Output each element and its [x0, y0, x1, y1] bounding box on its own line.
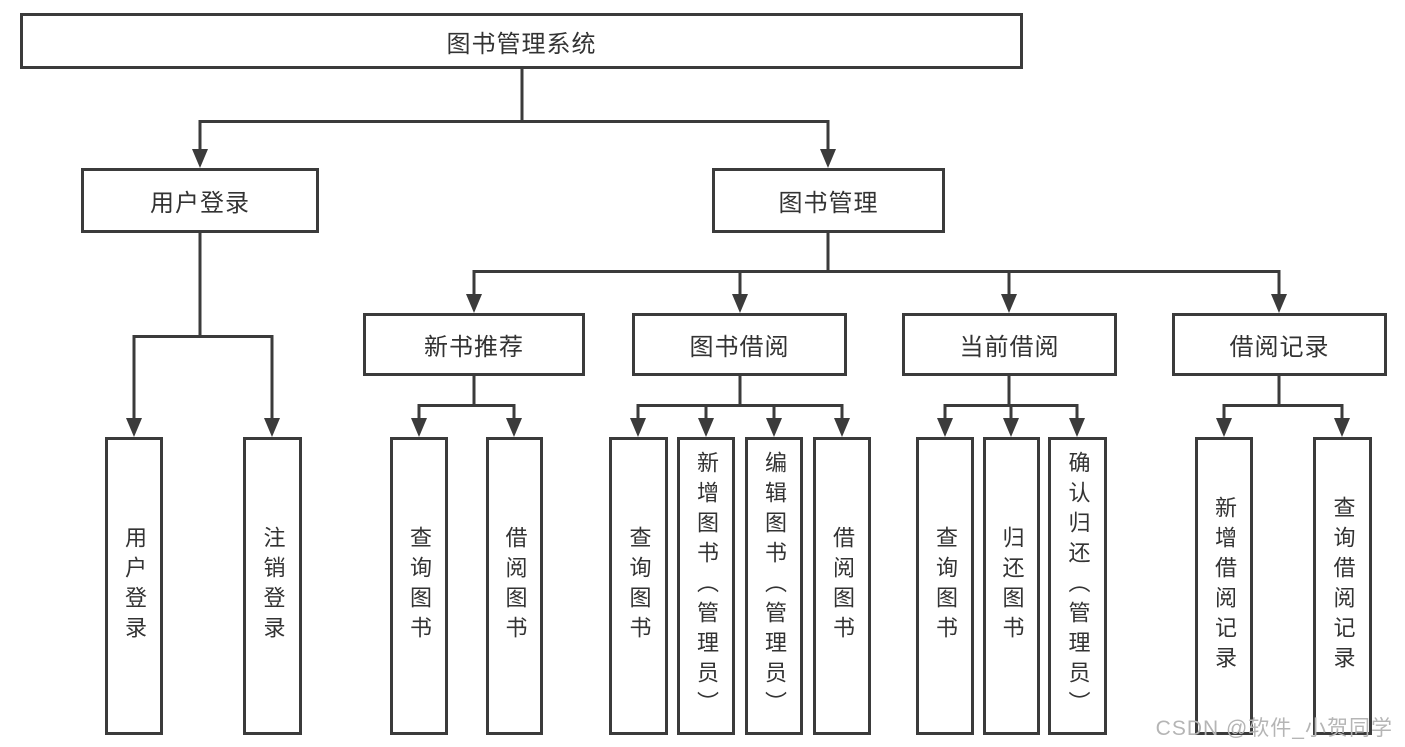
connector-borrow-record-split: [1216, 376, 1350, 437]
arrow-down-icon: [1334, 418, 1350, 437]
arrow-down-icon: [126, 418, 142, 437]
node-borrow-record: 借阅记录: [1172, 313, 1387, 376]
node-leaf-cb-confirm-return: 确认归还（管理员）: [1048, 437, 1107, 735]
arrow-down-icon: [1001, 294, 1017, 313]
node-leaf-bb-query-books: 查询图书: [609, 437, 668, 735]
node-user-login: 用户登录: [81, 168, 319, 233]
arrow-down-icon: [411, 418, 427, 437]
node-book-mgmt: 图书管理: [712, 168, 945, 233]
connector-line: [472, 233, 1281, 296]
arrow-down-icon: [820, 149, 836, 168]
node-leaf-rec-query-books: 查询图书: [390, 437, 448, 735]
connector-line: [417, 376, 516, 420]
arrow-down-icon: [766, 418, 782, 437]
arrow-down-icon: [937, 418, 953, 437]
arrow-down-icon: [698, 418, 714, 437]
connector-line: [198, 68, 830, 151]
arrow-down-icon: [1216, 418, 1232, 437]
connector-line: [636, 376, 844, 420]
node-leaf-user-login: 用户登录: [105, 437, 163, 735]
connector-book-mgmt-split: [466, 233, 1287, 313]
node-leaf-cb-return-books: 归还图书: [983, 437, 1040, 735]
arrow-down-icon: [732, 294, 748, 313]
node-leaf-bb-add-books: 新增图书（管理员）: [677, 437, 735, 735]
arrow-down-icon: [1003, 418, 1019, 437]
node-leaf-br-add-record: 新增借阅记录: [1195, 437, 1253, 735]
arrow-down-icon: [1069, 418, 1085, 437]
node-leaf-logout: 注销登录: [243, 437, 302, 735]
arrow-down-icon: [630, 418, 646, 437]
connector-line: [132, 233, 274, 420]
node-root: 图书管理系统: [20, 13, 1023, 69]
node-book-borrow: 图书借阅: [632, 313, 847, 376]
arrow-down-icon: [466, 294, 482, 313]
connector-new-book-rec-split: [411, 376, 522, 437]
arrow-down-icon: [192, 149, 208, 168]
node-leaf-rec-borrow-books: 借阅图书: [486, 437, 543, 735]
arrow-down-icon: [506, 418, 522, 437]
connector-line: [1222, 376, 1344, 420]
node-current-borrow: 当前借阅: [902, 313, 1117, 376]
node-leaf-bb-borrow-books: 借阅图书: [813, 437, 871, 735]
node-leaf-cb-query-books: 查询图书: [916, 437, 974, 735]
node-new-book-rec: 新书推荐: [363, 313, 585, 376]
arrow-down-icon: [834, 418, 850, 437]
arrow-down-icon: [1271, 294, 1287, 313]
arrow-down-icon: [264, 418, 280, 437]
node-leaf-bb-edit-books: 编辑图书（管理员）: [745, 437, 803, 735]
connector-line: [943, 376, 1079, 420]
connector-root-split: [192, 68, 836, 168]
watermark-text: CSDN @软件_小贺同学: [1155, 717, 1393, 740]
connector-user-login-split: [126, 233, 280, 437]
connector-current-borrow-split: [937, 376, 1085, 437]
node-leaf-br-query-record: 查询借阅记录: [1313, 437, 1372, 735]
connector-book-borrow-split: [630, 376, 850, 437]
